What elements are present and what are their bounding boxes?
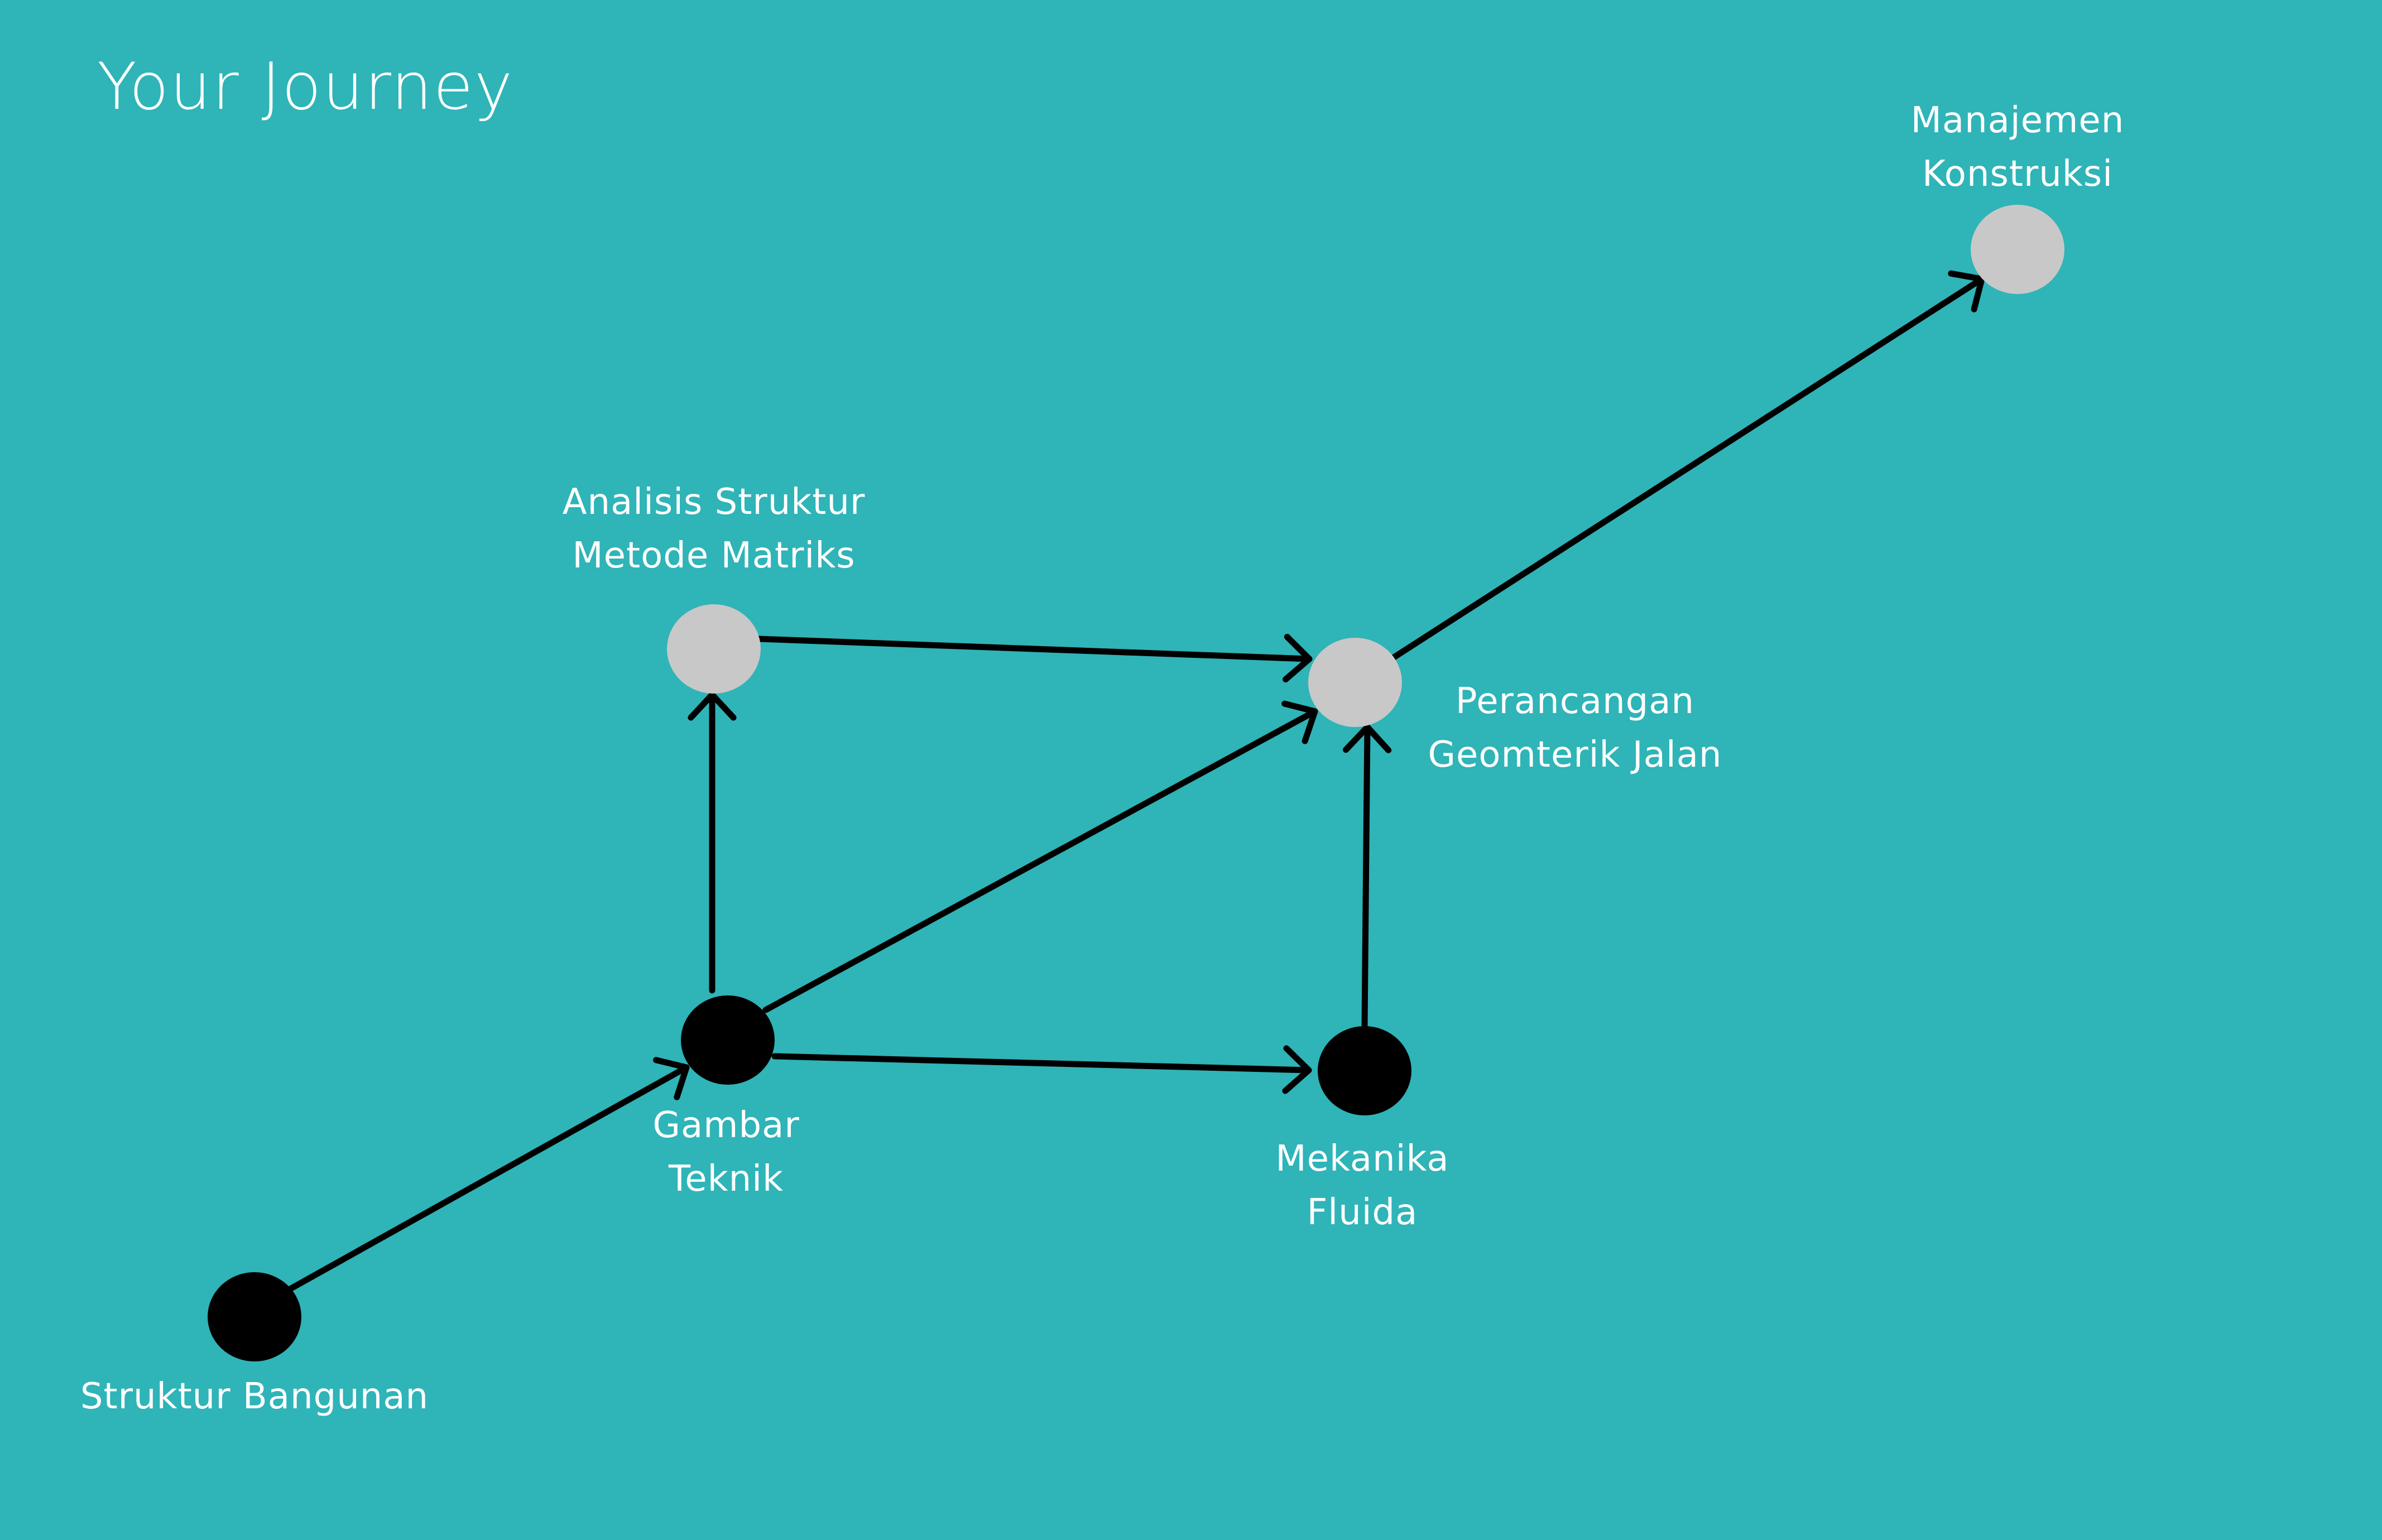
arrow-line [771,1053,1312,1074]
arrowhead-icon [1283,633,1313,683]
page-title: Your Journey [97,49,514,124]
arrow-gambar-teknik-to-perancangan-geometrik [762,700,1318,1013]
node-label-line: Gambar [652,1105,800,1146]
node-label-line: Struktur Bangunan [80,1376,429,1417]
node-gambar-teknik[interactable] [681,995,775,1085]
node-struktur-bangunan[interactable] [208,1272,301,1361]
node-label-line: Mekanika [1275,1138,1449,1180]
arrow-gambar-teknik-to-analisis-struktur [688,691,737,994]
node-label-line: Teknik [668,1158,784,1200]
arrowhead-icon [688,691,737,721]
arrowhead-icon [1948,270,1985,312]
arrow-line [1390,276,1985,661]
arrowhead-icon [653,1057,690,1100]
arrow-line [756,636,1313,662]
arrow-perancangan-geometrik-to-manajemen-konstruksi [1390,270,1985,661]
node-perancangan-geometrik[interactable] [1308,638,1402,727]
arrow-line [1361,724,1371,1030]
node-label-struktur-bangunan: Struktur Bangunan [80,1370,429,1423]
arrow-analisis-struktur-to-perancangan-geometrik [756,633,1313,683]
arrow-gambar-teknik-to-mekanika-fluida [771,1045,1312,1094]
arrowhead-icon [1281,700,1318,744]
arrow-line [762,708,1318,1013]
arrow-line [287,1064,690,1292]
node-label-line: Analisis Struktur [562,482,866,523]
node-label-line: Perancangan [1455,681,1695,722]
node-label-line: Konstruksi [1922,153,2113,195]
node-label-line: Geomterik Jalan [1428,734,1722,776]
node-label-line: Metode Matriks [572,535,856,576]
node-label-line: Manajemen [1910,100,2125,141]
arrowhead-icon [1343,724,1392,753]
arrow-struktur-bangunan-to-gambar-teknik [287,1057,690,1292]
arrow-mekanika-fluida-to-perancangan-geometrik [1343,724,1392,1030]
arrowhead-icon [1282,1045,1312,1094]
node-analisis-struktur[interactable] [667,604,761,694]
node-mekanika-fluida[interactable] [1318,1026,1411,1115]
node-manajemen-konstruksi[interactable] [1971,205,2064,294]
node-label-line: Fluida [1307,1192,1418,1233]
